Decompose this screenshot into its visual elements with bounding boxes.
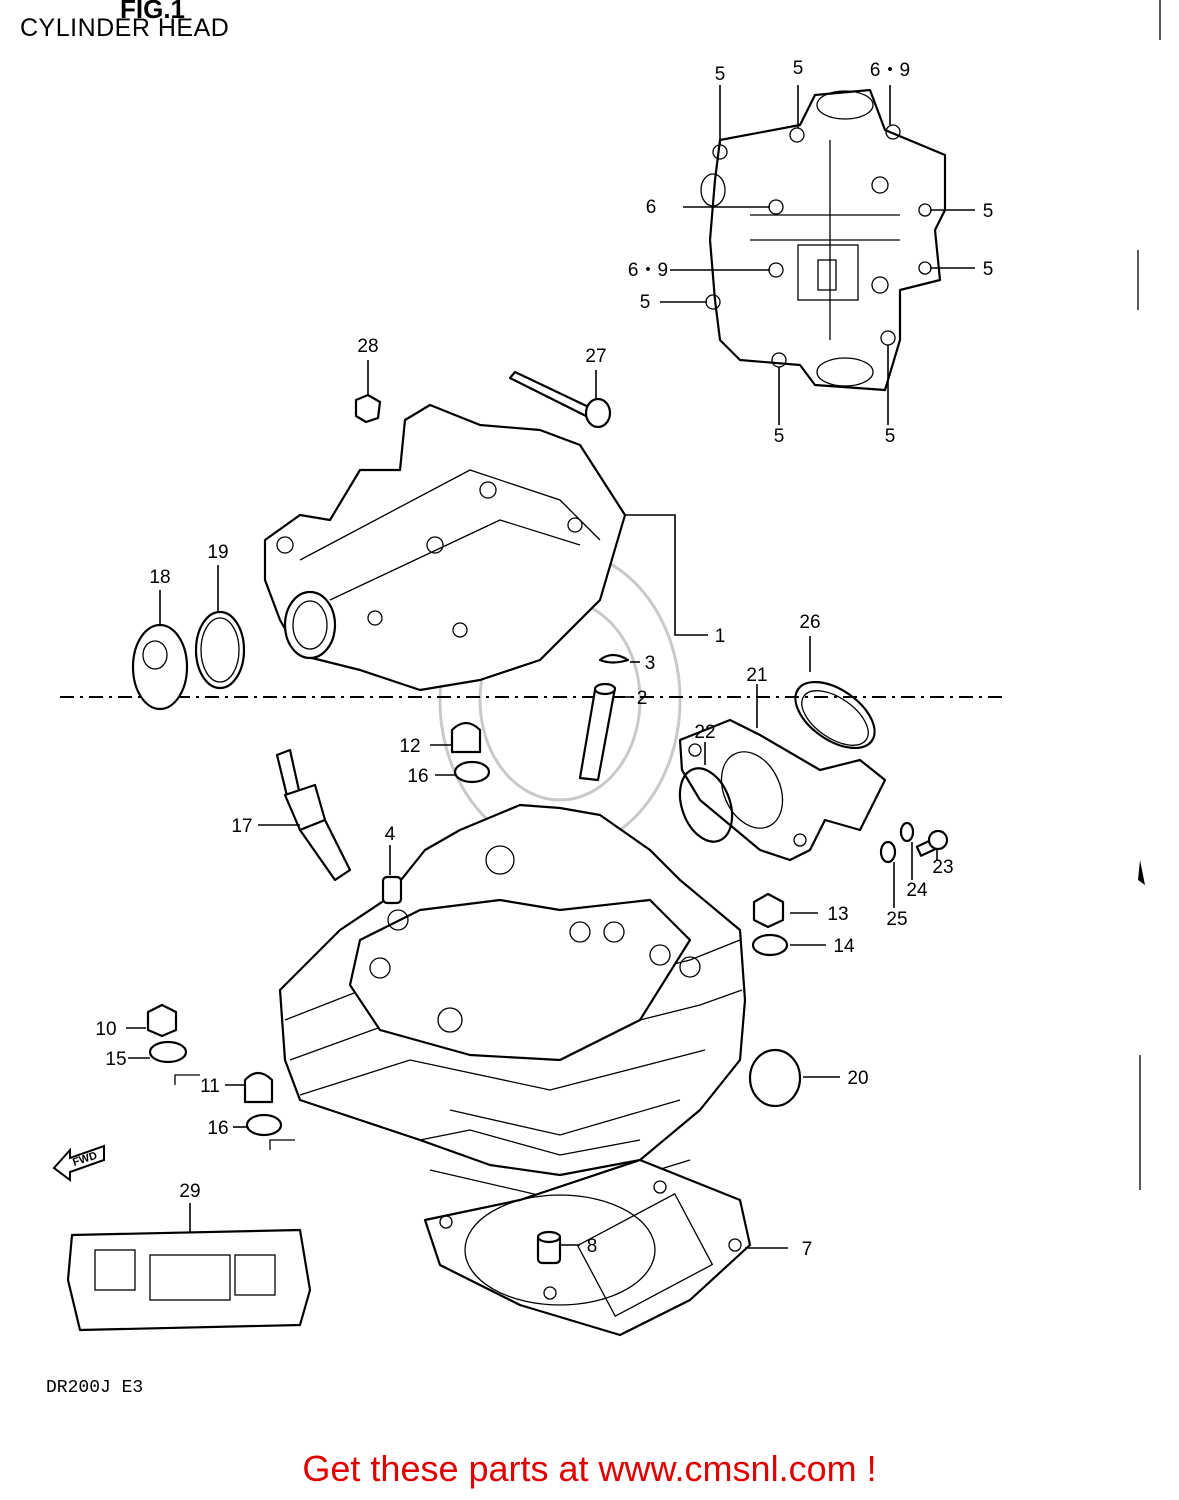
callout-1: 1 <box>715 626 726 647</box>
callout-21: 21 <box>746 665 767 686</box>
washer-16-upper <box>453 760 491 784</box>
nut-10 <box>146 1003 178 1038</box>
callout-4: 4 <box>385 824 396 845</box>
callout-6-9: 6・9 <box>870 60 910 81</box>
callout-16: 16 <box>207 1118 228 1139</box>
washer-15 <box>148 1040 188 1064</box>
nut-28 <box>354 393 382 424</box>
plug-20 <box>748 1048 802 1108</box>
callout-28: 28 <box>357 336 378 357</box>
forward-direction-arrow: FWD <box>52 1144 105 1182</box>
callout-2: 2 <box>637 688 648 709</box>
callout-24: 24 <box>906 880 928 901</box>
callout-5: 5 <box>983 201 994 222</box>
callout-11: 11 <box>200 1076 220 1097</box>
callout-6-9: 6・9 <box>628 260 668 281</box>
cap <box>131 623 189 711</box>
callout-26: 26 <box>799 612 820 633</box>
callout-13: 13 <box>827 904 848 925</box>
callout-15: 15 <box>105 1049 126 1070</box>
cap-nut-12 <box>450 721 482 754</box>
valve-guide-circlip <box>598 653 630 664</box>
callout-23: 23 <box>932 857 953 878</box>
callout-3: 3 <box>645 653 656 674</box>
gasket-set-pack <box>66 1228 312 1332</box>
callout-16: 16 <box>407 766 428 787</box>
cap-nut-11 <box>243 1071 274 1104</box>
callout-29: 29 <box>179 1181 200 1202</box>
callout-5: 5 <box>793 58 804 79</box>
figure-label: FIG.1 <box>120 0 186 24</box>
valve-guide <box>578 682 617 782</box>
nut-13 <box>752 892 785 929</box>
washer-25 <box>879 840 897 864</box>
callout-12: 12 <box>399 736 420 757</box>
o-ring-22 <box>678 767 734 843</box>
callout-25: 25 <box>886 909 907 930</box>
stud-bolt <box>508 370 612 429</box>
spark-plug <box>275 748 352 882</box>
cylinder-head-gasket <box>423 1158 752 1337</box>
callout-10: 10 <box>95 1019 116 1040</box>
callout-5: 5 <box>885 426 896 447</box>
dowel-4 <box>381 875 403 905</box>
callout-8: 8 <box>587 1236 598 1257</box>
o-ring-19 <box>194 610 246 690</box>
lock-washer-24 <box>899 821 915 843</box>
callout-20: 20 <box>847 1068 868 1089</box>
head-cover-plan-view <box>700 88 947 392</box>
cylinder-head <box>278 803 747 1201</box>
callout-5: 5 <box>983 259 994 280</box>
callout-6: 6 <box>646 197 657 218</box>
callout-5: 5 <box>715 64 726 85</box>
callout-5: 5 <box>774 426 785 447</box>
callout-14: 14 <box>833 936 855 957</box>
dowel-pin <box>536 1230 562 1265</box>
callout-7: 7 <box>802 1239 813 1260</box>
washer-16-lower <box>245 1113 283 1137</box>
callout-18: 18 <box>149 567 170 588</box>
callout-17: 17 <box>231 816 252 837</box>
cylinder-head-cover <box>263 403 627 692</box>
scan-edge-marks <box>1137 0 1161 1190</box>
callout-5: 5 <box>640 292 651 313</box>
callout-22: 22 <box>694 722 715 743</box>
washer-14 <box>751 933 789 957</box>
footer-promo-link[interactable]: Get these parts at www.cmsnl.com ! <box>302 1448 877 1489</box>
callout-labels: 5 5 6・9 6 6・9 5 5 5 5 5 28 27 18 19 1 3 … <box>95 58 993 1260</box>
model-code: DR200J E3 <box>46 1378 144 1398</box>
intake-clamp <box>794 680 876 750</box>
callout-19: 19 <box>207 542 228 563</box>
page-title: CYLINDER HEAD <box>20 14 230 42</box>
leader-lines <box>126 85 975 1249</box>
callout-27: 27 <box>585 346 606 367</box>
bolt-23 <box>915 829 949 857</box>
